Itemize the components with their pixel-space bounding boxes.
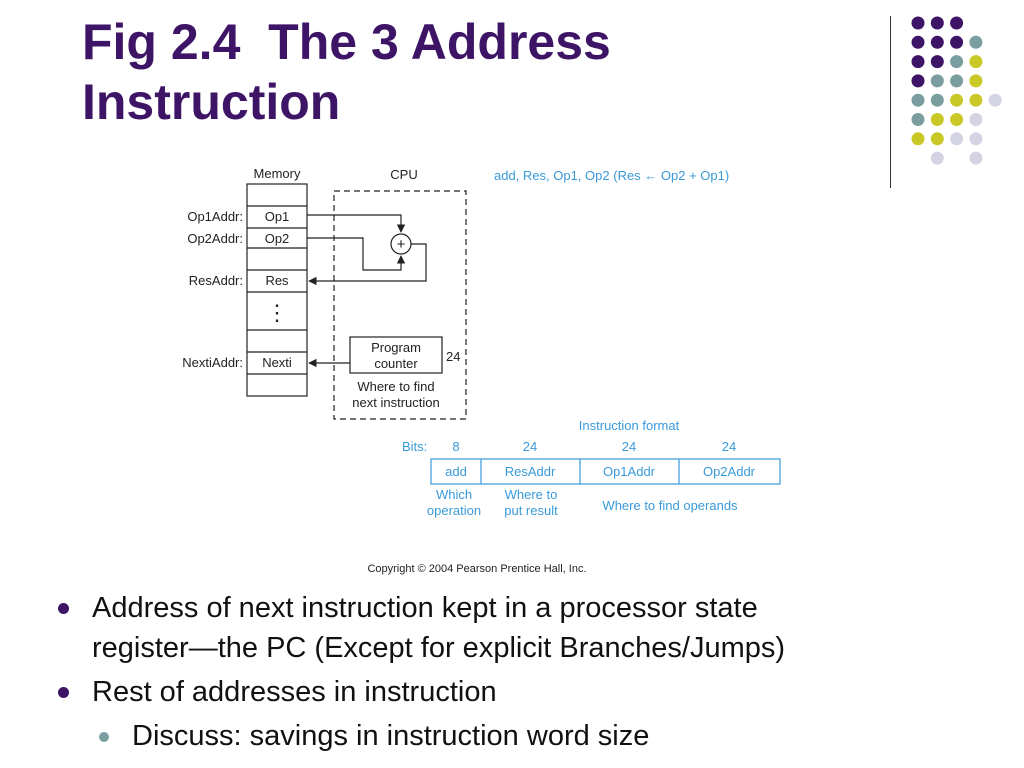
- decorative-dot: [950, 93, 964, 107]
- bullet-text: register—the PC (Except for explicit Bra…: [92, 632, 786, 664]
- memory-cell-nexti: Nexti: [262, 355, 292, 370]
- decorative-dot: [930, 93, 944, 107]
- pc-note-line1: Where to find: [357, 379, 434, 394]
- decorative-dot: [911, 35, 925, 49]
- program-counter-box: [349, 336, 443, 374]
- field-resaddr: ResAddr: [505, 464, 556, 479]
- decorative-dot: [930, 74, 944, 88]
- slide-title-line2: Instruction: [82, 74, 341, 130]
- field-bits-resaddr: 24: [523, 439, 537, 454]
- memory-ellipsis: ⋮: [266, 300, 288, 325]
- three-address-diagram: Memory Op1 Op2 Res ⋮ Nexti Op1Addr: Op2A…: [182, 166, 781, 575]
- bullet-list: Address of next instruction kept in a pr…: [52, 588, 992, 756]
- decorative-dot: [930, 35, 944, 49]
- decorative-dot: [950, 113, 964, 126]
- decorative-dot: [911, 55, 925, 69]
- field-bits-op2addr: 24: [722, 439, 736, 454]
- address-label-nexti: NextiAddr:: [182, 355, 243, 370]
- field-op1addr: Op1Addr: [603, 464, 656, 479]
- memory-cell-op1: Op1: [265, 209, 290, 224]
- decorative-dot: [969, 55, 983, 69]
- decorative-dot: [911, 93, 925, 107]
- bullet-text: Discuss: savings in instruction word siz…: [132, 720, 650, 752]
- address-label-op2: Op2Addr:: [187, 231, 243, 246]
- copyright-text: Copyright © 2004 Pearson Prentice Hall, …: [367, 563, 586, 575]
- decorative-dot: [930, 132, 944, 146]
- program-counter-bits: 24: [446, 349, 460, 364]
- decorative-dot: [930, 16, 944, 30]
- address-label-res: ResAddr:: [189, 273, 243, 288]
- decorative-dot-grid: [911, 16, 1002, 165]
- decorative-dot: [911, 74, 925, 88]
- bullet-text: Rest of addresses in instruction: [92, 676, 497, 708]
- field-note2-line2: put result: [504, 503, 558, 518]
- field-note2-line1: Where to: [505, 487, 558, 502]
- address-label-op1: Op1Addr:: [187, 209, 243, 224]
- title-divider: [890, 16, 891, 188]
- memory-label: Memory: [254, 166, 301, 181]
- bullet-text: Address of next instruction kept in a pr…: [92, 592, 758, 624]
- decorative-dot: [950, 74, 964, 88]
- field-bits-add: 8: [452, 439, 459, 454]
- slide-title: Fig 2.4 The 3 Address Instruction: [82, 12, 802, 132]
- decorative-dot: [969, 93, 983, 107]
- bullet-item: Address of next instruction kept in a pr…: [52, 588, 992, 668]
- decorative-dot: [911, 132, 925, 146]
- decorative-dot: [930, 113, 944, 126]
- memory-cell-op2: Op2: [265, 231, 290, 246]
- field-note1-line2: operation: [427, 503, 481, 518]
- instruction-format-box: [430, 458, 781, 485]
- bullet-item: Rest of addresses in instruction: [52, 672, 992, 712]
- decorative-dot: [950, 55, 964, 69]
- pc-note-line2: next instruction: [352, 395, 439, 410]
- decorative-dot: [988, 93, 1002, 107]
- op1-arrow: [307, 214, 406, 233]
- decorative-dot: [969, 35, 983, 49]
- cpu-box: [333, 190, 467, 420]
- adder-symbol: +: [397, 236, 406, 253]
- sub-bullet-item: Discuss: savings in instruction word siz…: [52, 716, 992, 756]
- decorative-dot: [950, 16, 964, 30]
- decorative-dot: [950, 132, 964, 146]
- decorative-dot: [911, 113, 925, 126]
- program-counter-line2: counter: [374, 356, 418, 371]
- decorative-dot: [930, 151, 944, 165]
- decorative-dot: [950, 35, 964, 49]
- field-note3: Where to find operands: [602, 498, 738, 513]
- decorative-dot: [969, 151, 983, 165]
- program-counter-line1: Program: [371, 340, 421, 355]
- memory-cell-res: Res: [265, 273, 289, 288]
- memory-column: [246, 183, 308, 397]
- slide-title-line1: Fig 2.4 The 3 Address: [82, 14, 611, 70]
- cpu-label: CPU: [390, 167, 417, 182]
- decorative-dot: [969, 132, 983, 146]
- op2-arrow: [307, 237, 406, 271]
- decorative-dot: [969, 74, 983, 88]
- field-bits-op1addr: 24: [622, 439, 636, 454]
- field-add: add: [445, 464, 467, 479]
- decorative-dot: [930, 55, 944, 69]
- decorative-dot: [969, 113, 983, 126]
- decorative-dot: [911, 16, 925, 30]
- format-title: Instruction format: [579, 418, 680, 433]
- field-note1-line1: Which: [436, 487, 472, 502]
- bits-label: Bits:: [402, 439, 427, 454]
- operation-description: add, Res, Op1, Op2 (Res ← Op2 + Op1): [494, 168, 729, 183]
- field-op2addr: Op2Addr: [703, 464, 756, 479]
- result-arrow: [308, 243, 427, 286]
